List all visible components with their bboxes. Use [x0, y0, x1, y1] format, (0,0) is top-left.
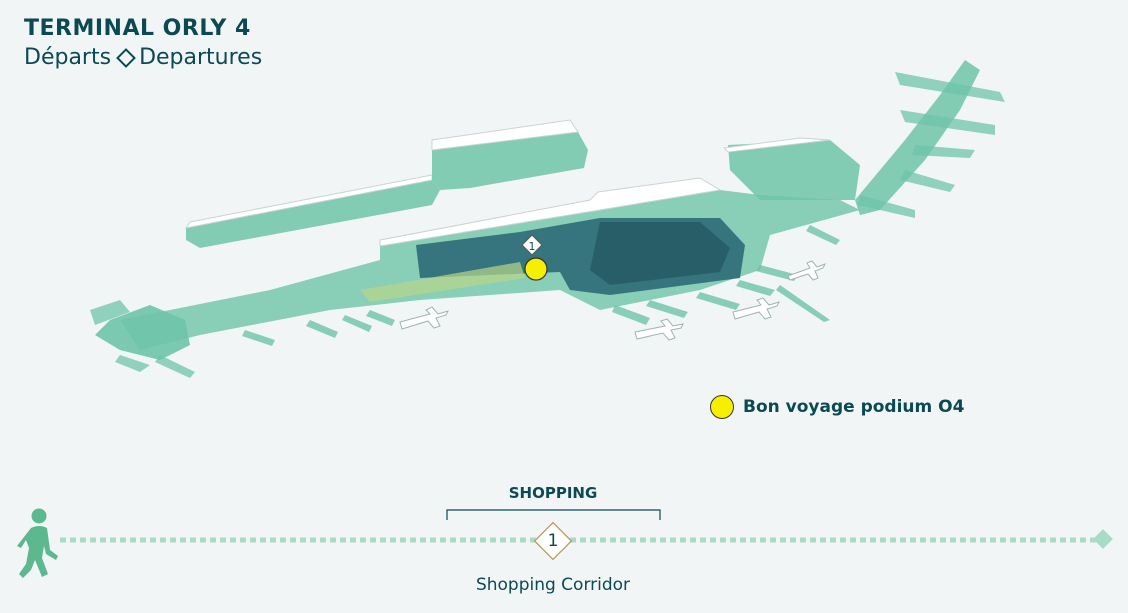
jet-bridges	[242, 225, 840, 346]
walking-person-icon	[17, 508, 58, 578]
page-subtitle: Départs Departures	[24, 45, 262, 70]
northeast-pier	[855, 60, 1005, 218]
bon-voyage-podium-marker[interactable]	[524, 257, 548, 281]
step-label-shopping-corridor[interactable]: Shopping Corridor	[475, 575, 631, 595]
marker-number: 1	[529, 240, 536, 253]
step-number: 1	[547, 531, 559, 551]
location-marker-1[interactable]: 1	[521, 234, 548, 281]
section-label-shopping: SHOPPING	[508, 484, 598, 502]
aircraft-icons	[399, 260, 827, 341]
yellow-circle-icon	[710, 395, 734, 419]
page-title: TERMINAL ORLY 4	[24, 16, 251, 41]
diamond-end-icon	[1093, 529, 1113, 549]
west-hub	[90, 300, 195, 378]
map-legend: Bon voyage podium O4	[710, 395, 964, 419]
step-marker-1[interactable]	[533, 521, 573, 561]
upper-level-building	[184, 119, 588, 248]
legend-label: Bon voyage podium O4	[743, 397, 965, 417]
terminal-map: 1	[90, 60, 1005, 378]
shopping-bracket	[446, 509, 661, 520]
journey-timeline	[17, 508, 1113, 578]
subtitle-french: Départs	[24, 45, 112, 70]
subtitle-english: Departures	[139, 45, 263, 70]
shopping-zone	[360, 218, 745, 302]
